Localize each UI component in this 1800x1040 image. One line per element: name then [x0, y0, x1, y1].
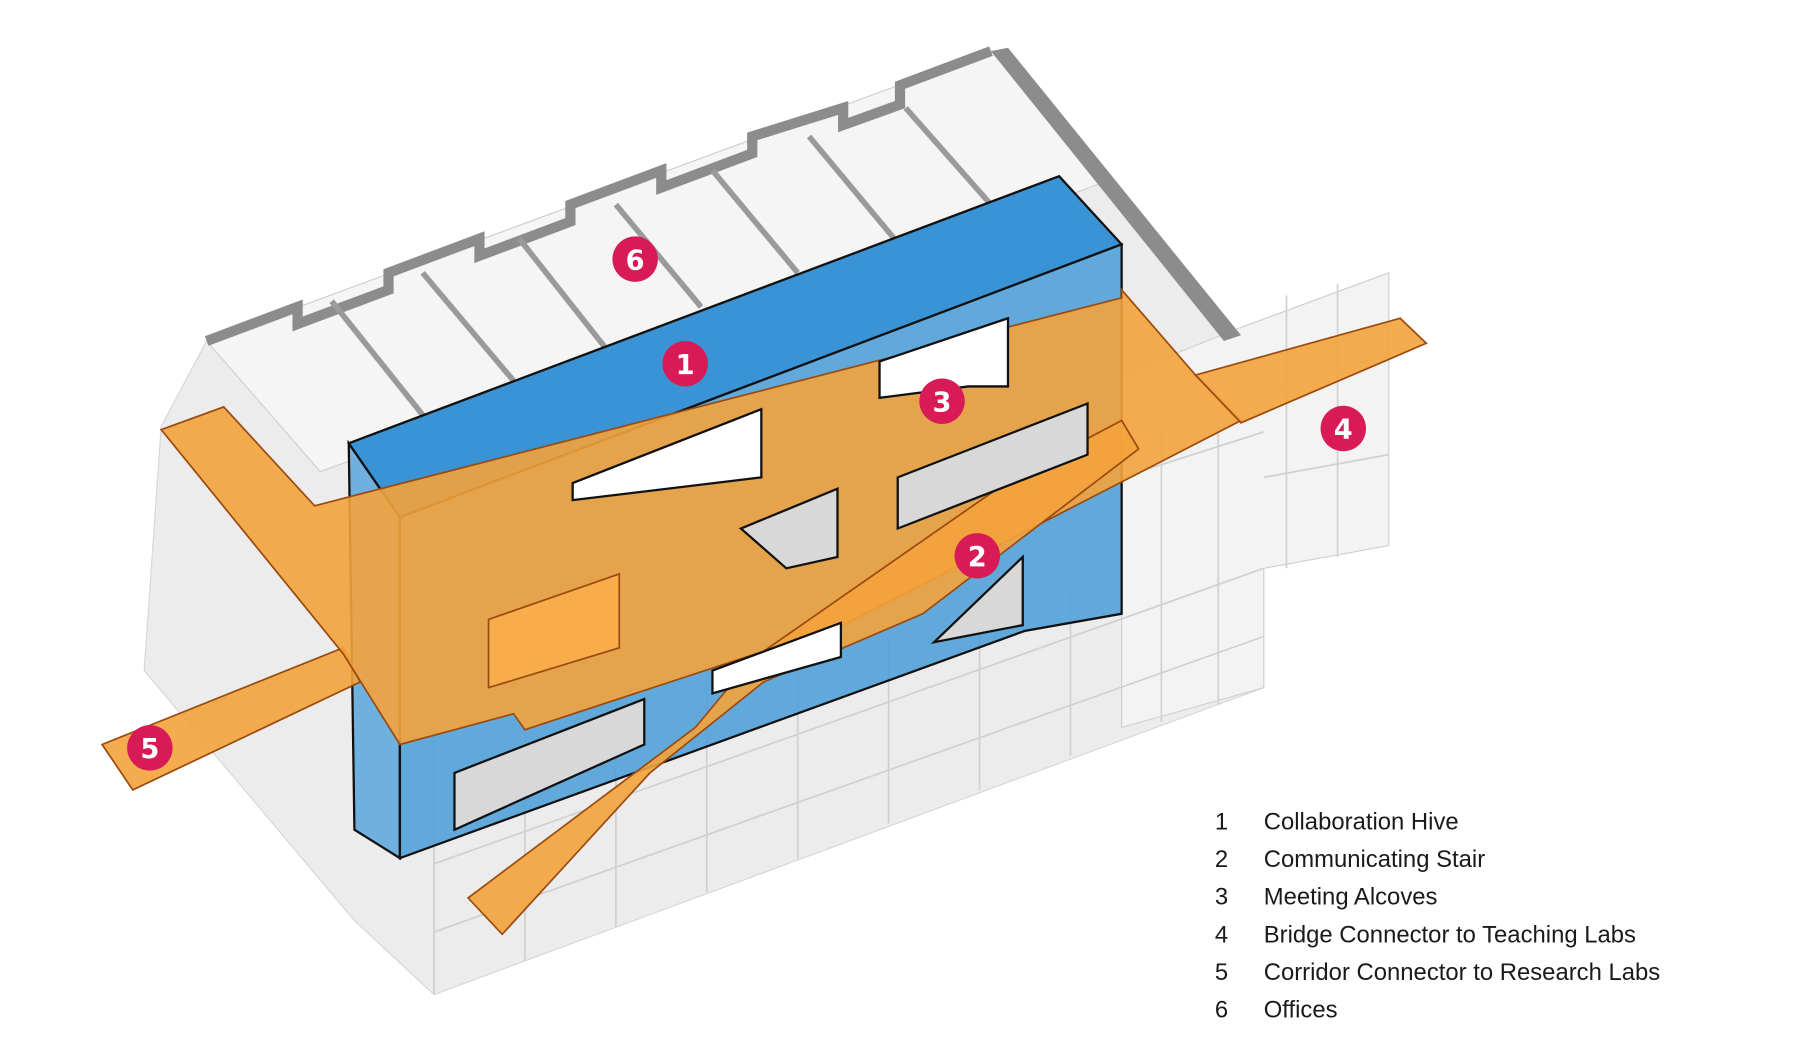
marker-6: 6: [612, 236, 658, 282]
legend-label: Collaboration Hive: [1264, 809, 1459, 836]
legend-label: Corridor Connector to Research Labs: [1264, 959, 1661, 986]
marker-5: 5: [127, 725, 173, 771]
svg-text:3: 3: [933, 387, 952, 418]
legend-num: 3: [1215, 884, 1228, 911]
svg-text:2: 2: [968, 542, 987, 573]
marker-4: 4: [1320, 405, 1367, 452]
legend-label: Meeting Alcoves: [1264, 884, 1438, 911]
legend-num: 6: [1215, 996, 1228, 1023]
marker-2: 2: [954, 533, 1001, 579]
legend-label: Communicating Stair: [1264, 846, 1485, 873]
marker-3: 3: [919, 378, 965, 424]
legend-num: 4: [1215, 921, 1228, 948]
legend-label: Bridge Connector to Teaching Labs: [1264, 921, 1636, 948]
legend: 1 Collaboration Hive 2 Communicating Sta…: [1215, 809, 1660, 1024]
legend-label: Offices: [1264, 996, 1338, 1023]
svg-text:5: 5: [140, 734, 159, 765]
bridge-connector-4: [1193, 317, 1428, 424]
legend-num: 1: [1215, 809, 1228, 836]
legend-num: 2: [1215, 846, 1228, 873]
svg-text:4: 4: [1334, 415, 1353, 446]
marker-1: 1: [662, 340, 708, 387]
svg-text:1: 1: [676, 350, 695, 381]
svg-text:6: 6: [626, 245, 645, 276]
legend-num: 5: [1215, 959, 1228, 986]
meeting-alcoves: [453, 316, 1089, 832]
